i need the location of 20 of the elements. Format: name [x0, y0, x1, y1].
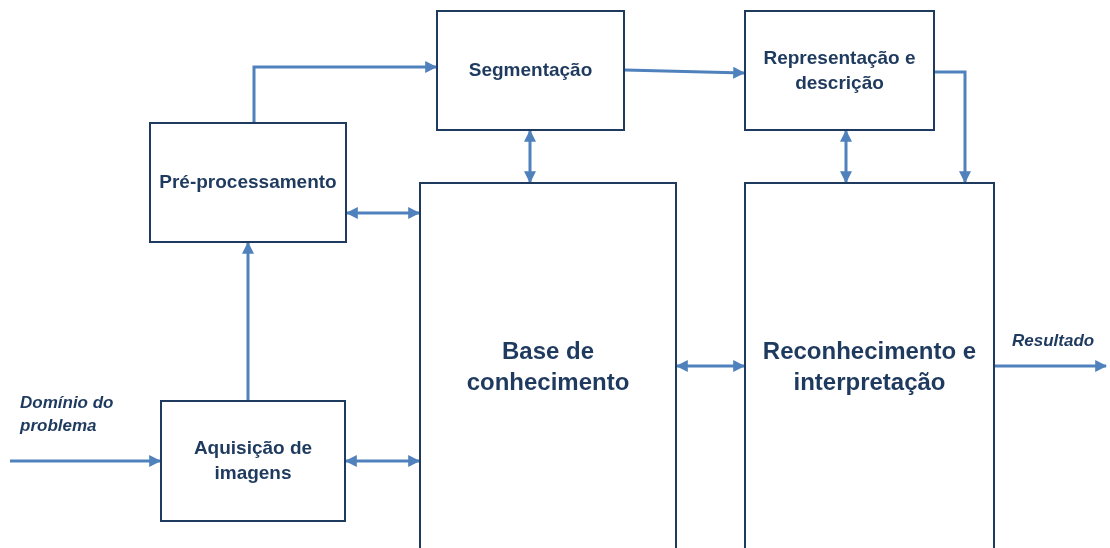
process-box [160, 400, 346, 522]
process-box [149, 122, 347, 243]
box-label: Pré-processamento [158, 170, 338, 195]
box-label: Reconhecimento e interpretação [761, 335, 978, 397]
process-box [744, 182, 995, 548]
box-label: Aquisição de imagens [192, 436, 314, 485]
box-label: Segmentação [467, 58, 594, 83]
arrow [995, 360, 1108, 372]
box-label: Representação e descrição [762, 45, 917, 95]
process-box [419, 182, 677, 548]
arrow [242, 241, 254, 400]
process-box [744, 10, 935, 131]
arrow [524, 129, 536, 184]
box-label: Base de conhecimento [465, 335, 631, 397]
arrow [10, 455, 162, 467]
arrow [624, 66, 746, 79]
arrow [935, 70, 971, 184]
process-box [436, 10, 625, 131]
arrow [252, 61, 438, 122]
arrow [840, 129, 852, 184]
